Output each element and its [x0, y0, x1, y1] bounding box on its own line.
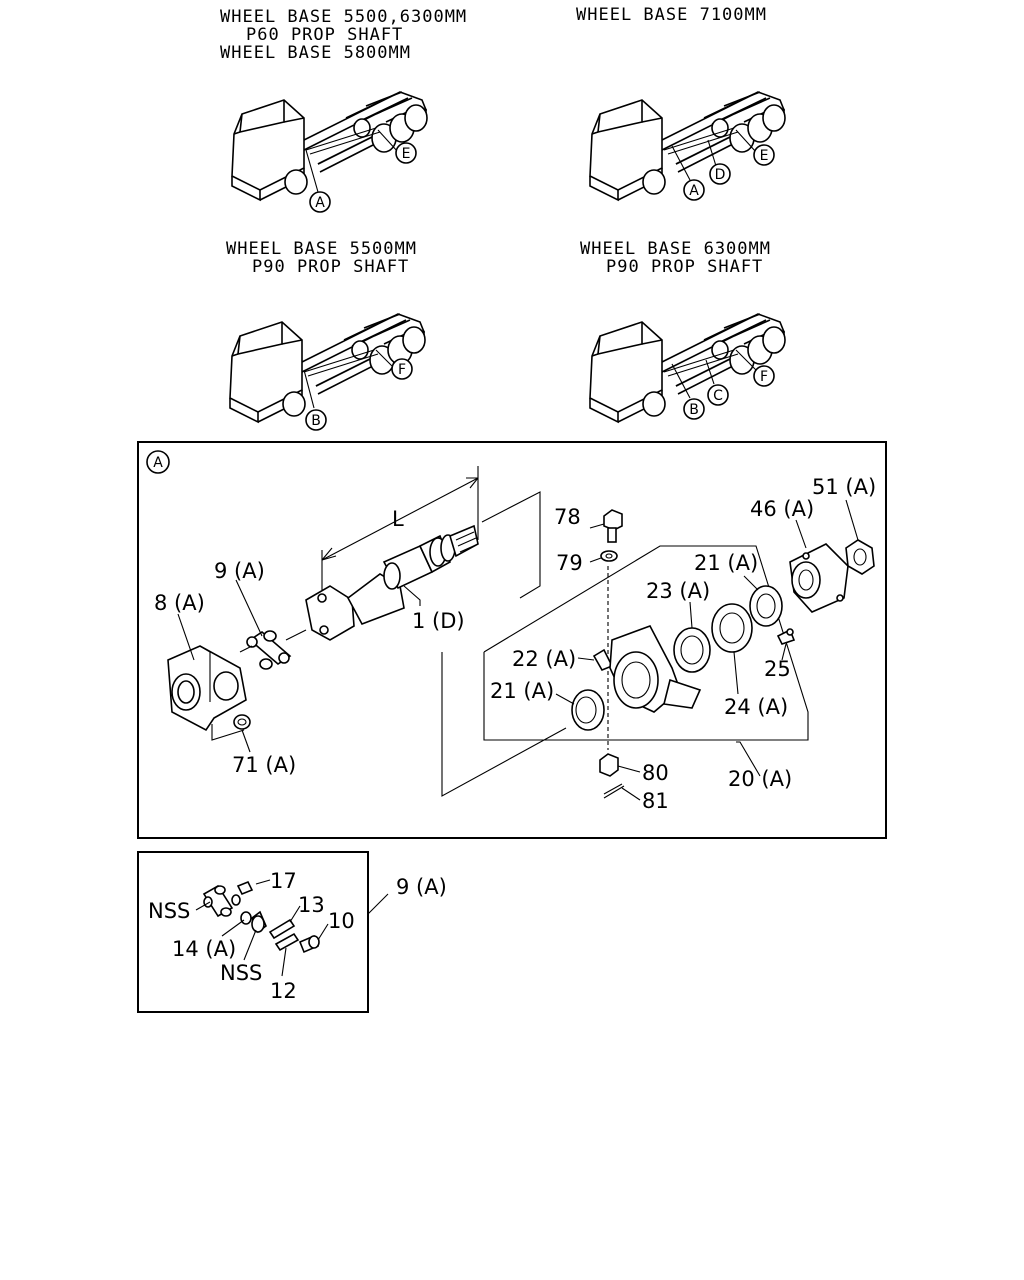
- callout-circle: [305, 409, 327, 431]
- callout-circle: [707, 384, 729, 406]
- callout-label: F: [760, 369, 768, 385]
- truck-wb-7100: A D E: [589, 91, 786, 201]
- callout-circle: [683, 398, 705, 420]
- label-23a: 23 (A): [646, 579, 710, 603]
- truck-wb-5500-6300-p60: A E: [231, 91, 428, 213]
- nut-71: [211, 714, 251, 741]
- seal-21-upper: [749, 585, 783, 627]
- cotter-pin-81: [603, 783, 625, 799]
- label-nss-1: NSS: [148, 899, 190, 923]
- detail-9-panel: 9 (A): [137, 851, 447, 1013]
- detail-9-frame: [137, 851, 369, 1013]
- callout-label: D: [715, 167, 726, 183]
- nut-51: [845, 539, 875, 575]
- label-13: 13: [298, 893, 325, 917]
- detail-9-ref: 9 (A): [396, 875, 447, 899]
- lock-plate-13: [268, 918, 296, 940]
- label-78: 78: [554, 505, 581, 529]
- caption-tl-1: WHEEL BASE 5500,6300MM: [220, 7, 467, 27]
- assembly-20-outline: [483, 545, 809, 741]
- bolt-78: [603, 509, 623, 543]
- callout-label: F: [398, 362, 406, 378]
- grease-fitting-25: [776, 628, 796, 645]
- detail-a-tag: A: [153, 455, 163, 471]
- seal-14: [240, 911, 252, 925]
- label-25: 25: [764, 657, 791, 681]
- dimension-label: L: [392, 507, 404, 531]
- label-1d: 1 (D): [412, 609, 465, 633]
- callout-label: E: [402, 146, 411, 162]
- label-17: 17: [270, 869, 297, 893]
- bearing-cup: [251, 910, 267, 934]
- callout-label: A: [689, 183, 699, 199]
- callout-label: C: [713, 388, 723, 404]
- label-8a: 8 (A): [154, 591, 205, 615]
- label-20a: 20 (A): [728, 767, 792, 791]
- callout-circle: [395, 142, 417, 164]
- caption-br-1: WHEEL BASE 6300MM: [580, 239, 771, 259]
- dimension-line: [321, 477, 479, 561]
- label-22a: 22 (A): [512, 647, 576, 671]
- callout-circle: [309, 191, 331, 213]
- label-81: 81: [642, 789, 669, 813]
- detail-9-leader: [367, 893, 389, 915]
- callout-label: E: [760, 148, 769, 164]
- label-80: 80: [642, 761, 669, 785]
- caption-br-2: P90 PROP SHAFT: [606, 257, 763, 277]
- callout-circle: [391, 358, 413, 380]
- detail-a-frame: [137, 441, 887, 839]
- caption-bl-2: P90 PROP SHAFT: [252, 257, 409, 277]
- truck-wb-5500-p90: B F: [229, 313, 426, 431]
- caption-tl-3: WHEEL BASE 5800MM: [220, 43, 411, 63]
- callout-circle: [753, 365, 775, 387]
- lock-plate-12: [274, 932, 300, 952]
- detail-a-tag-circle: [146, 450, 170, 474]
- propeller-shaft-1: [305, 524, 479, 641]
- caption-tl-2: P60 PROP SHAFT: [246, 25, 403, 45]
- callout-circle: [753, 144, 775, 166]
- label-71a: 71 (A): [232, 753, 296, 777]
- callout-label: A: [315, 195, 325, 211]
- seal-21-lower: [571, 689, 605, 731]
- label-21a-bottom: 21 (A): [490, 679, 554, 703]
- callout-circle: [683, 179, 705, 201]
- label-12: 12: [270, 979, 297, 1003]
- universal-joint-9: [239, 629, 307, 670]
- washer-79: [600, 550, 618, 562]
- caption-tr-1: WHEEL BASE 7100MM: [576, 5, 767, 25]
- label-10: 10: [328, 909, 355, 933]
- callout-label: B: [311, 413, 321, 429]
- bolt-10: [298, 934, 320, 954]
- label-46a: 46 (A): [750, 497, 814, 521]
- detail-a-panel: A L: [137, 441, 887, 839]
- flange-46: [789, 543, 849, 613]
- truck-wb-6300-p90: B C F: [589, 313, 786, 423]
- label-79: 79: [556, 551, 583, 575]
- callout-circle: [709, 163, 731, 185]
- bearing-housing-22: [592, 625, 702, 713]
- callout-label: B: [689, 402, 699, 418]
- bearing-24: [711, 603, 753, 653]
- label-24a: 24 (A): [724, 695, 788, 719]
- grease-nipple-17: [236, 880, 254, 896]
- label-21a-top: 21 (A): [694, 551, 758, 575]
- flange-yoke-8: [167, 645, 247, 732]
- label-nss-2: NSS: [220, 961, 262, 985]
- nut-80: [599, 753, 619, 777]
- ring-23: [673, 627, 711, 673]
- spider-cross: [202, 884, 241, 918]
- label-14a: 14 (A): [172, 937, 236, 961]
- label-9a: 9 (A): [214, 559, 265, 583]
- caption-bl-1: WHEEL BASE 5500MM: [226, 239, 417, 259]
- label-51a: 51 (A): [812, 475, 876, 499]
